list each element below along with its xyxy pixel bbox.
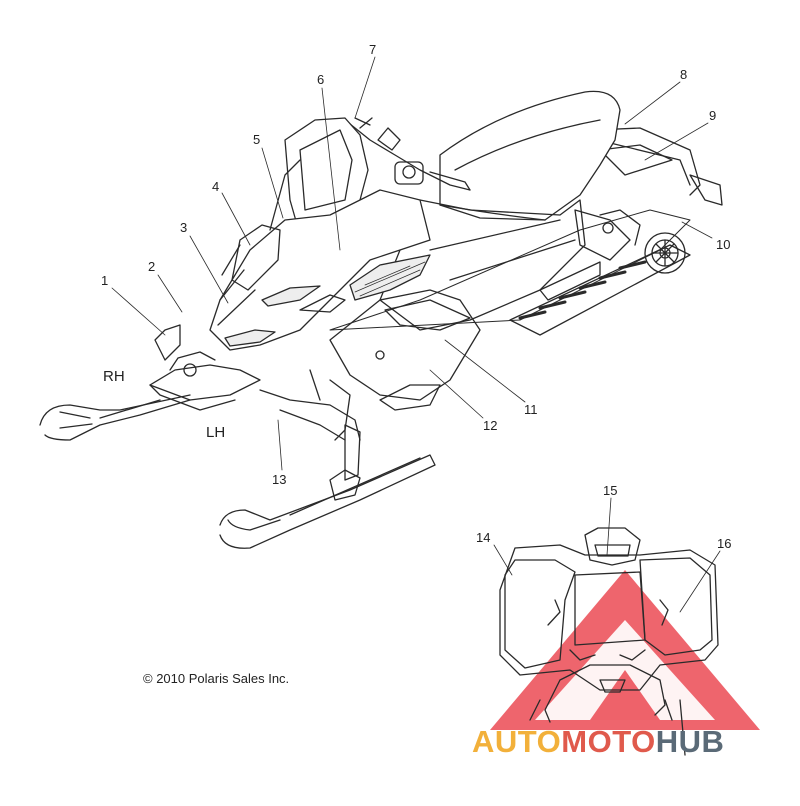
callout-2: 2 bbox=[148, 259, 156, 274]
left-hand-label: LH bbox=[206, 424, 226, 441]
callout-16: 16 bbox=[717, 536, 732, 551]
callout-8: 8 bbox=[680, 67, 688, 82]
copyright-text: © 2010 Polaris Sales Inc. bbox=[143, 671, 290, 686]
callout-13: 13 bbox=[272, 472, 287, 487]
callout-9: 9 bbox=[709, 108, 717, 123]
callout-11: 11 bbox=[524, 402, 538, 417]
right-hand-label: RH bbox=[103, 368, 125, 385]
callout-12: 12 bbox=[483, 418, 498, 433]
callout-6: 6 bbox=[317, 72, 325, 87]
callout-4: 4 bbox=[212, 179, 220, 194]
callout-3: 3 bbox=[180, 220, 188, 235]
watermark-auto: AUTO bbox=[472, 724, 562, 759]
callout-1: 1 bbox=[101, 273, 109, 288]
watermark-moto: MOTO bbox=[561, 724, 656, 759]
callout-7: 7 bbox=[369, 42, 377, 57]
callout-10: 10 bbox=[716, 237, 731, 252]
callout-15: 15 bbox=[603, 483, 618, 498]
callout-5: 5 bbox=[253, 132, 261, 147]
snowmobile-main bbox=[39, 90, 723, 549]
inset-rear-view bbox=[499, 527, 719, 756]
watermark-triangle bbox=[490, 570, 760, 730]
watermark-logo: AUTOMOTOHUB bbox=[472, 726, 724, 757]
leader-lines bbox=[111, 56, 721, 613]
watermark-hub: HUB bbox=[655, 724, 725, 759]
callout-14: 14 bbox=[476, 530, 491, 545]
